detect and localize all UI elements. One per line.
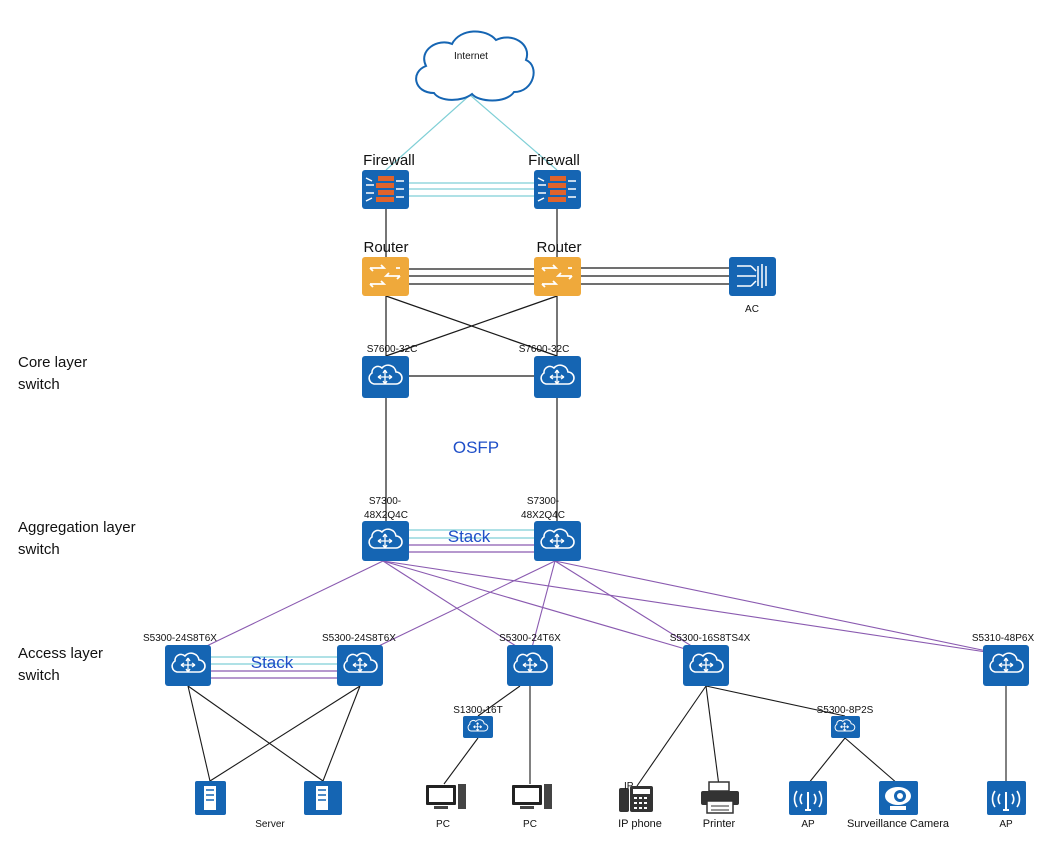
ip-phone-icon: IP [619, 781, 653, 812]
agg-switch-1: S7300- 48X2Q4C [362, 496, 409, 561]
link-agg2-acc4 [554, 560, 707, 656]
link-acc4-s5300-8p2s [705, 685, 846, 717]
firewall-2-box [534, 170, 581, 209]
link-agg1-acc4 [382, 560, 707, 656]
core-switch-1: S7600-32C [362, 344, 417, 398]
sub-switch-s1300: S1300-16T [453, 705, 503, 738]
access-switch-2-label: S5300-24S8T6X [322, 633, 396, 644]
router-1: Router [362, 239, 409, 296]
firewall-2: Firewall [528, 152, 581, 209]
agg-switch-2-label-line2: 48X2Q4C [521, 510, 565, 521]
router-2: Router [534, 239, 582, 296]
ap-1: AP [789, 781, 827, 830]
surveillance-camera: Surveillance Camera [847, 781, 950, 830]
server-1 [195, 781, 226, 815]
camera-label: Surveillance Camera [847, 818, 950, 830]
link-acc2-srv2 [322, 685, 361, 782]
agg-switch-2: S7300- 48X2Q4C [521, 496, 581, 561]
internet-cloud: Internet [415, 30, 535, 102]
layer-labels: Core layer switch Aggregation layer swit… [18, 354, 136, 684]
ap-1-label: AP [801, 819, 815, 830]
firewall-1-label: Firewall [363, 152, 415, 169]
link-internet-fw1 [385, 94, 471, 171]
printer: Printer [701, 781, 739, 830]
access-layer-label-line2: switch [18, 667, 60, 684]
router-1-label: Router [363, 239, 408, 256]
pc-2-label: PC [523, 819, 537, 830]
access-stack-label: Stack [251, 653, 294, 672]
access-switch-2: S5300-24S8T6X [322, 633, 396, 686]
agg-switch-2-label-line1: S7300- [527, 496, 559, 507]
link-agg2-acc3 [529, 560, 556, 656]
access-switch-1-label: S5300-24S8T6X [143, 633, 217, 644]
access-switch-4-label: S5300-16S8TS4X [670, 633, 751, 644]
router-arrows-icon [369, 264, 401, 288]
link-agg2-acc5 [554, 560, 1007, 656]
sub-switch-8p2s-label: S5300-8P2S [817, 705, 874, 716]
link-acc3-s1300 [477, 685, 521, 717]
access-layer-label-line1: Access layer [18, 645, 103, 662]
server-2 [304, 781, 342, 815]
link-8p2s-camera [844, 737, 899, 785]
link-acc2-srv1 [209, 685, 361, 782]
svg-text:IP: IP [624, 781, 634, 792]
firewall-2-label: Firewall [528, 152, 580, 169]
sub-switch-s5300-8p2s: S5300-8P2S [817, 705, 874, 738]
server-label: Server [255, 819, 285, 830]
link-agg1-acc1 [187, 560, 384, 656]
access-switch-3-label: S5300-24T6X [499, 633, 561, 644]
cloud-icon [415, 30, 535, 102]
link-8p2s-ap1 [807, 737, 846, 785]
ip-phone: IP IP phone [618, 781, 662, 830]
pc-icon [426, 784, 466, 809]
internet-label: Internet [454, 51, 488, 62]
ap-2-label: AP [999, 819, 1013, 830]
link-agg2-acc2 [359, 560, 556, 656]
core-switch-2-label: S7600-32C [519, 344, 570, 355]
link-acc4-printer [705, 685, 720, 787]
link-acc4-phone [636, 685, 707, 787]
links [187, 94, 1007, 787]
ip-phone-label: IP phone [618, 818, 662, 830]
firewall-1-box [362, 170, 409, 209]
ap-2: AP [987, 781, 1026, 830]
aggregation-layer-label-line2: switch [18, 541, 60, 558]
firewall-icon [365, 176, 404, 202]
access-switch-5-label: S5310-48P6X [972, 633, 1035, 644]
access-switch-5: S5310-48P6X [972, 633, 1035, 686]
sub-switch-s1300-label: S1300-16T [453, 705, 502, 716]
aggregation-layer-label-line1: Aggregation layer [18, 519, 136, 536]
access-switch-4: S5300-16S8TS4X [670, 633, 751, 686]
core-switch-1-label: S7600-32C [367, 344, 418, 355]
agg-switch-1-label-line2: 48X2Q4C [364, 510, 408, 521]
firewall-1: Firewall [362, 152, 415, 209]
ac-label: AC [745, 304, 759, 315]
link-internet-fw2 [469, 94, 558, 171]
core-layer-label-line2: switch [18, 376, 60, 393]
core-switch-2: S7600-32C [519, 344, 581, 398]
protocol-label: OSFP [453, 438, 499, 457]
access-controller: AC [729, 257, 776, 315]
router-2-label: Router [536, 239, 581, 256]
link-acc1-srv2 [187, 685, 324, 782]
printer-label: Printer [703, 818, 736, 830]
pc-2: PC [512, 784, 552, 830]
firewall-icon [537, 176, 576, 202]
agg-switch-1-label-line1: S7300- [369, 496, 401, 507]
ac-icon [737, 264, 767, 288]
access-switch-1: S5300-24S8T6X [143, 633, 217, 686]
link-acc1-srv1 [187, 685, 211, 782]
link-s1300-pc1 [443, 737, 479, 785]
router-arrows-icon [541, 264, 573, 288]
core-layer-label-line1: Core layer [18, 354, 87, 371]
pc-icon [512, 784, 552, 809]
pc-1: PC [426, 784, 466, 830]
link-r2-core1 [385, 295, 558, 357]
pc-1-label: PC [436, 819, 450, 830]
access-switch-3: S5300-24T6X [499, 633, 561, 686]
link-agg1-acc5 [382, 560, 1007, 656]
agg-stack-label: Stack [448, 527, 491, 546]
printer-icon [701, 781, 739, 814]
